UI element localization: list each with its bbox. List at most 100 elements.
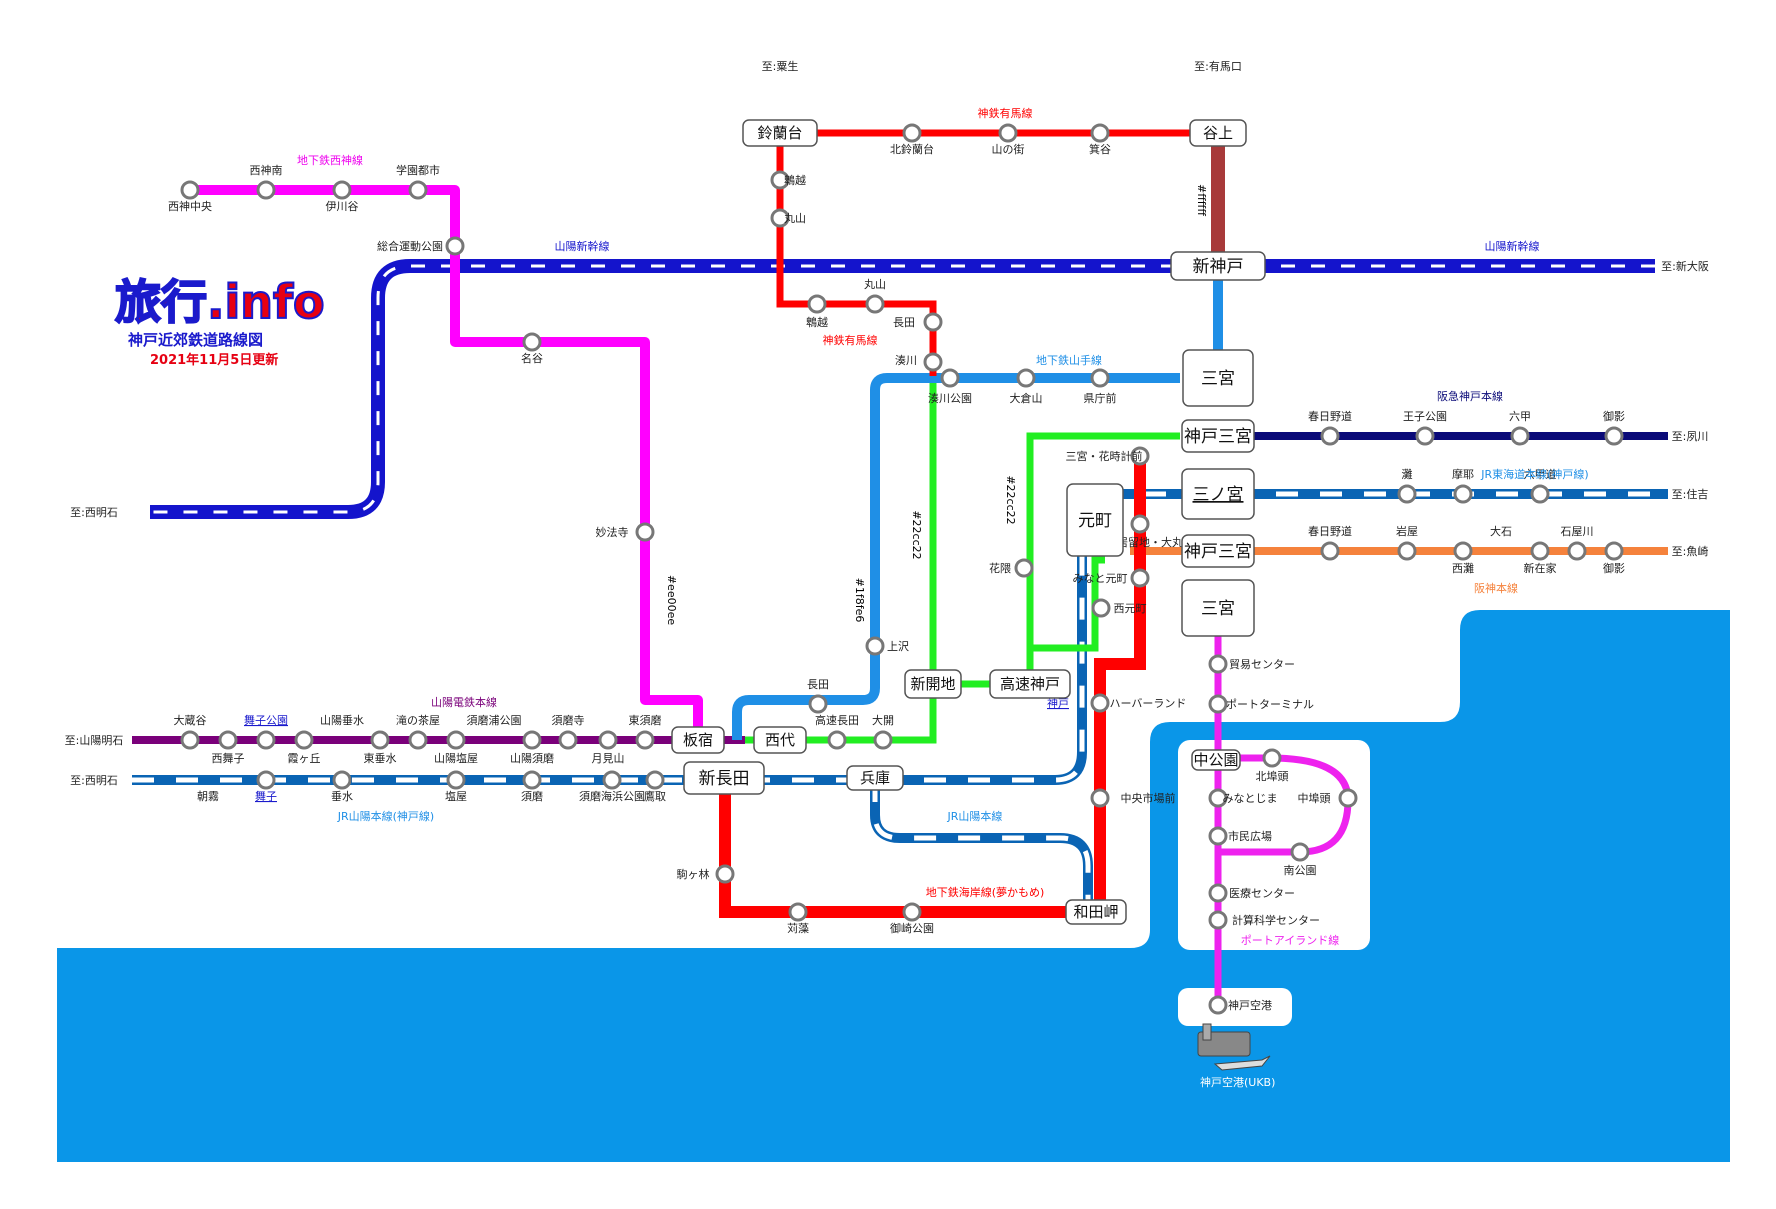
- station-box[interactable]: [1181, 468, 1255, 520]
- station-box[interactable]: [989, 669, 1071, 699]
- station-marker[interactable]: [180, 730, 200, 750]
- station-label: 須磨: [521, 790, 543, 803]
- station-marker[interactable]: [408, 180, 428, 200]
- station-marker[interactable]: [1090, 693, 1110, 713]
- station-marker[interactable]: [1090, 368, 1110, 388]
- station-marker[interactable]: [998, 123, 1018, 143]
- station-box[interactable]: [904, 669, 962, 699]
- station-box[interactable]: [1066, 483, 1124, 557]
- station-box[interactable]: [846, 765, 904, 791]
- station-label: 須磨寺: [552, 714, 585, 727]
- station-marker[interactable]: [1014, 558, 1034, 578]
- station-marker[interactable]: [1130, 568, 1150, 588]
- station-marker[interactable]: [446, 770, 466, 790]
- station-marker[interactable]: [370, 730, 390, 750]
- station-box[interactable]: [1170, 251, 1266, 281]
- station-marker[interactable]: [808, 694, 828, 714]
- station-marker[interactable]: [1090, 788, 1110, 808]
- station-marker[interactable]: [256, 180, 276, 200]
- station-label: 高速長田: [815, 713, 859, 727]
- station-marker[interactable]: [294, 730, 314, 750]
- station-marker[interactable]: [522, 770, 542, 790]
- station-marker[interactable]: [1208, 788, 1228, 808]
- station-label: 新在家: [1524, 561, 1557, 575]
- station-box[interactable]: [1191, 749, 1241, 771]
- station-marker[interactable]: [635, 730, 655, 750]
- station-marker[interactable]: [602, 770, 622, 790]
- station-box[interactable]: [671, 726, 725, 754]
- station-marker[interactable]: [807, 294, 827, 314]
- station-label: 鵯越: [806, 315, 828, 329]
- station-marker[interactable]: [218, 730, 238, 750]
- station-marker[interactable]: [1091, 598, 1111, 618]
- station-marker[interactable]: [256, 730, 276, 750]
- station-box[interactable]: [742, 119, 818, 147]
- station-box[interactable]: [1182, 349, 1254, 407]
- station-marker[interactable]: [1320, 541, 1340, 561]
- station-marker[interactable]: [1338, 788, 1358, 808]
- station-marker[interactable]: [1397, 541, 1417, 561]
- station-marker[interactable]: [558, 730, 578, 750]
- station-marker[interactable]: [635, 522, 655, 542]
- station-box[interactable]: [1181, 419, 1255, 453]
- station-marker[interactable]: [1130, 514, 1150, 534]
- station-marker[interactable]: [1208, 910, 1228, 930]
- station-marker[interactable]: [770, 170, 790, 190]
- station-marker[interactable]: [923, 352, 943, 372]
- station-marker[interactable]: [827, 730, 847, 750]
- station-marker[interactable]: [332, 770, 352, 790]
- station-marker[interactable]: [1208, 694, 1228, 714]
- station-marker[interactable]: [180, 180, 200, 200]
- station-marker[interactable]: [1397, 484, 1417, 504]
- station-marker[interactable]: [865, 294, 885, 314]
- station-marker[interactable]: [1453, 541, 1473, 561]
- station-box[interactable]: [683, 761, 765, 795]
- station-marker[interactable]: [1320, 426, 1340, 446]
- station-label: 神戸: [1047, 696, 1069, 710]
- station-marker[interactable]: [1604, 541, 1624, 561]
- station-marker[interactable]: [873, 730, 893, 750]
- station-marker[interactable]: [256, 770, 276, 790]
- station-marker[interactable]: [1290, 842, 1310, 862]
- station-marker[interactable]: [1208, 995, 1228, 1015]
- station-marker[interactable]: [522, 730, 542, 750]
- station-marker[interactable]: [1530, 484, 1550, 504]
- station-marker[interactable]: [1415, 426, 1435, 446]
- station-marker[interactable]: [445, 236, 465, 256]
- station-marker[interactable]: [865, 636, 885, 656]
- station-marker[interactable]: [1016, 368, 1036, 388]
- airport-terminal-icon: 神戸空港(UKB): [1197, 1023, 1275, 1089]
- station-marker[interactable]: [1510, 426, 1530, 446]
- station-marker[interactable]: [1453, 484, 1473, 504]
- station-box[interactable]: [1065, 899, 1127, 925]
- station-marker[interactable]: [408, 730, 428, 750]
- station-box[interactable]: [1181, 579, 1255, 637]
- station-marker[interactable]: [1208, 826, 1228, 846]
- station-marker[interactable]: [1530, 541, 1550, 561]
- station-marker[interactable]: [1208, 883, 1228, 903]
- station-label: 須磨海浜公園: [579, 789, 645, 803]
- station-label: 御影: [1603, 409, 1625, 423]
- station-marker[interactable]: [1208, 654, 1228, 674]
- station-box[interactable]: [753, 726, 807, 754]
- station-marker[interactable]: [923, 312, 943, 332]
- station-marker[interactable]: [902, 123, 922, 143]
- station-marker[interactable]: [1567, 541, 1587, 561]
- station-marker[interactable]: [788, 902, 808, 922]
- station-marker[interactable]: [1604, 426, 1624, 446]
- station-marker[interactable]: [770, 208, 790, 228]
- station-box[interactable]: [1181, 534, 1255, 568]
- station-marker[interactable]: [645, 770, 665, 790]
- station-marker[interactable]: [715, 864, 735, 884]
- station-marker[interactable]: [446, 730, 466, 750]
- station-marker[interactable]: [1090, 123, 1110, 143]
- destination-label: 至:西明石: [70, 506, 118, 519]
- station-marker[interactable]: [332, 180, 352, 200]
- station-marker[interactable]: [522, 332, 542, 352]
- station-marker[interactable]: [1262, 748, 1282, 768]
- station-box[interactable]: [1189, 119, 1247, 147]
- station-marker[interactable]: [598, 730, 618, 750]
- station-marker[interactable]: [1130, 446, 1150, 466]
- station-marker[interactable]: [940, 368, 960, 388]
- station-marker[interactable]: [902, 902, 922, 922]
